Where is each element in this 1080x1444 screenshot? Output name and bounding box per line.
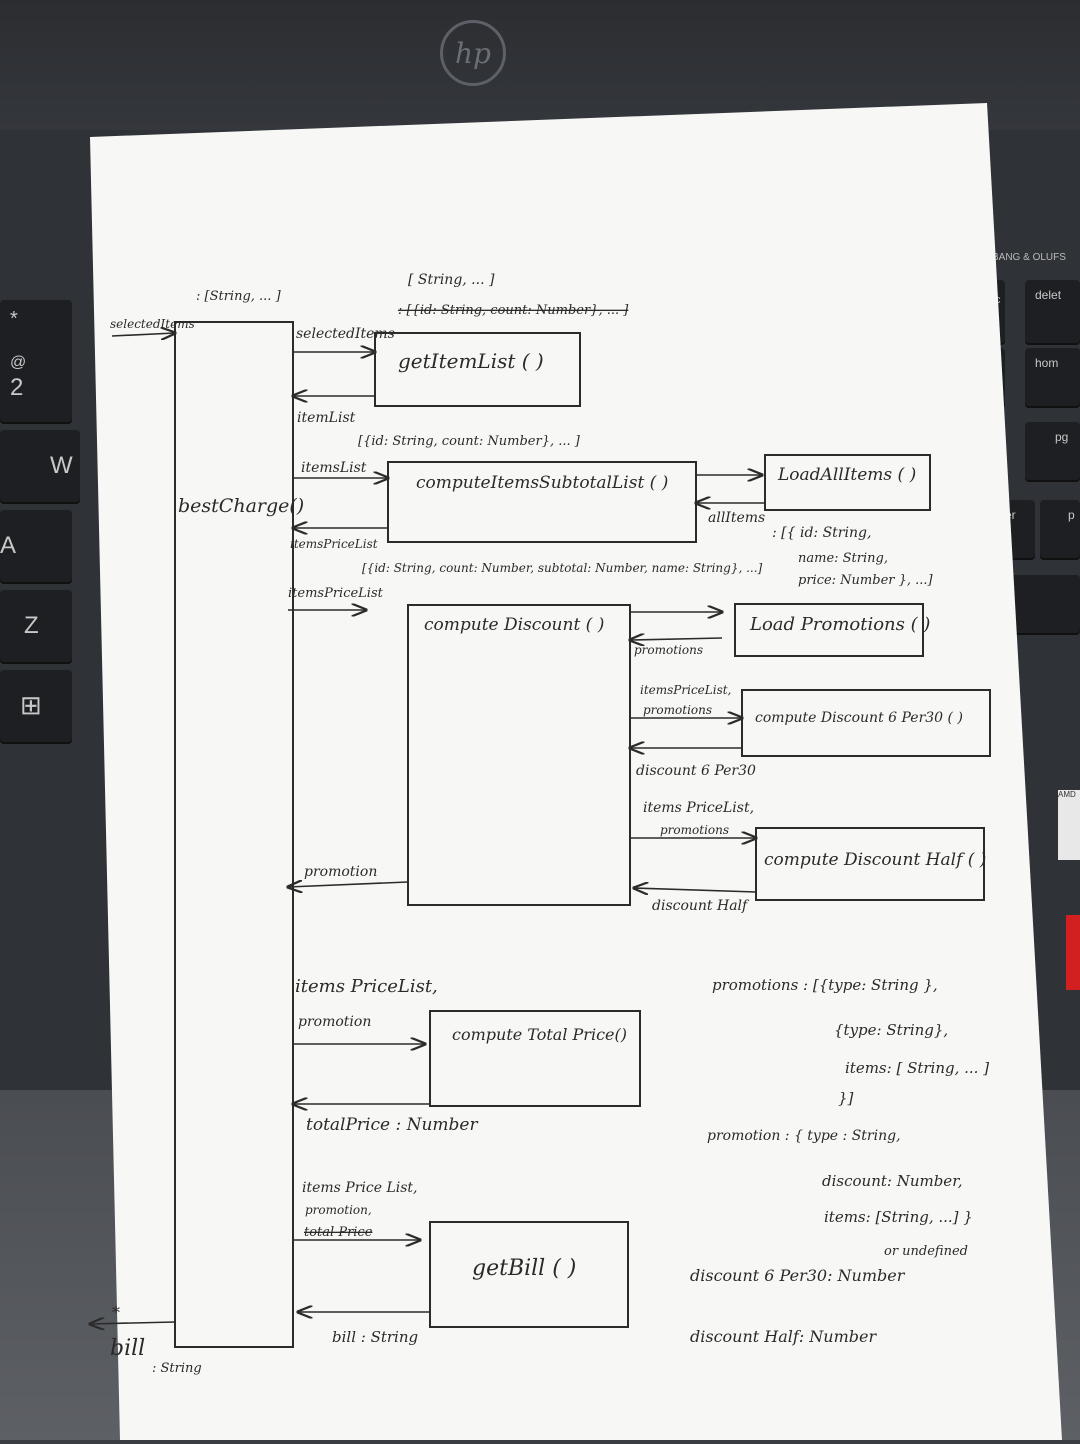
key-star: * (0, 300, 72, 360)
laptop-palmrest (0, 1090, 1080, 1440)
key-right-edge-2: e (995, 348, 1005, 408)
laptop-lid-edge: hp (0, 0, 1080, 130)
key-delete: delet (1025, 280, 1080, 345)
key-right-edge-1: c (995, 280, 1005, 345)
key-z: Z (0, 590, 72, 664)
key-2: @ 2 (0, 352, 72, 424)
hp-logo: hp (440, 20, 506, 86)
key-pgdn: p (1040, 500, 1080, 560)
red-sticker (1066, 915, 1080, 990)
key-pgup: pg (1025, 422, 1080, 482)
key-a: A (0, 510, 72, 584)
key-shift: ift (995, 575, 1080, 635)
key-home: hom (1025, 348, 1080, 408)
laptop-keyboard: * @ 2 W A Z ⊞ c delet e hom pg er p ift (0, 130, 1080, 1090)
windows-key: ⊞ (0, 670, 72, 744)
amd-sticker: AMD (1058, 790, 1080, 860)
key-w: W (0, 430, 80, 504)
key-enter: er (995, 500, 1035, 560)
speaker-brand-label: BANG & OLUFS (992, 252, 1066, 263)
